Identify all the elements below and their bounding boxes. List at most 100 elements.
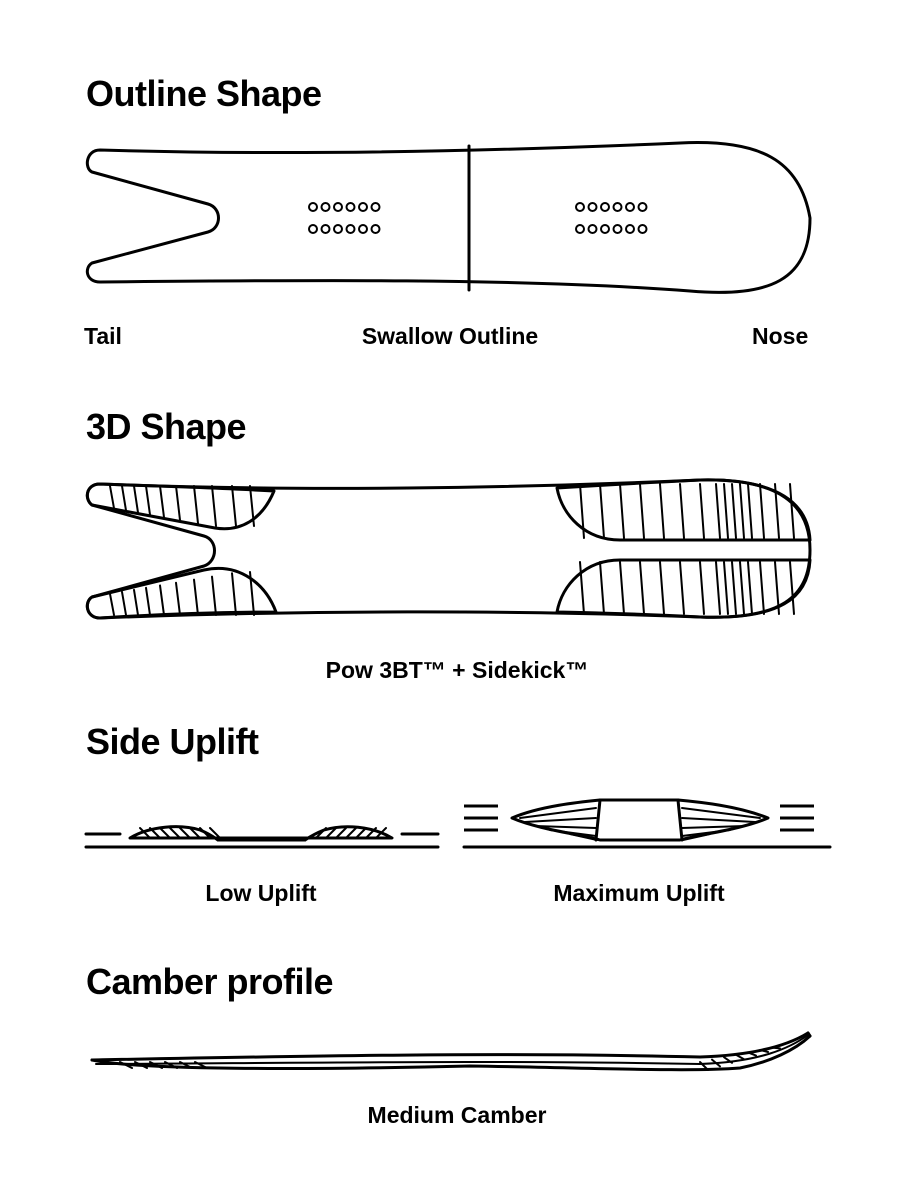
insert-hole [600,202,610,212]
camber-profile-heading: Camber profile [86,961,334,1002]
hatch-line [211,575,217,616]
hatch-line [639,483,645,539]
camber-profile-diagram [90,1031,812,1072]
hatch-line [789,483,795,539]
hatch-line [159,827,171,839]
insert-hole [612,202,623,212]
hatch-line [699,1061,709,1071]
hatch-line [739,483,745,539]
hatch-line [681,829,731,837]
hatch-line [209,827,221,839]
swallow-outline-diagram [85,141,812,294]
hatch-line [679,483,685,539]
hatch-line [747,1051,757,1057]
hatch-line [249,485,255,527]
hatch-line [759,1049,769,1053]
swallow-outline-label: Swallow Outline [361,323,539,349]
insert-hole [333,224,343,234]
hatch-line [175,485,181,522]
hatch-line [139,827,151,839]
insert-hole [345,224,356,234]
hatch-line [193,578,199,616]
maximum-uplift-diagram [462,798,832,849]
hatch-line [164,1061,178,1069]
hatch-line [193,485,199,525]
camber-caption: Medium Camber [367,1102,547,1128]
hatch-line [375,827,387,839]
hatch-line [194,1061,208,1069]
hatch-line [534,825,597,829]
hatch-line [179,1061,193,1069]
tail-upper-hatching [109,485,255,527]
hatch-line [133,588,139,616]
insert-hole [612,224,623,234]
hatch-line [145,586,151,616]
hatch-line [519,807,597,819]
3d-shape-diagram [85,478,812,620]
hatch-line [211,485,217,527]
nose-upper-hatching [579,483,795,539]
hatch-line [731,561,737,615]
hatch-line [723,483,729,539]
hatch-line [134,1061,148,1069]
hatch-line [735,1053,745,1061]
insert-hole [308,224,318,234]
hatch-line [549,829,597,837]
hatch-line [619,483,625,539]
insert-hole [370,224,381,234]
hatch-line [315,827,327,839]
nose-lower-hatch-region [555,558,812,619]
hatch-line [145,485,151,516]
hatch-line [747,483,753,539]
hatch-line [189,827,201,839]
insert-hole [345,202,356,212]
insert-hole [587,224,598,234]
hatch-line [789,561,795,615]
3d-shape-heading: 3D Shape [86,406,247,447]
hatch-line [711,1058,721,1068]
hatch-line [121,485,127,512]
maximum-uplift-label: Maximum Uplift [553,880,725,906]
outline-shape-heading: Outline Shape [86,73,322,114]
hatch-line [747,561,753,615]
hatch-line [723,1056,733,1064]
hatch-line [659,561,665,615]
camber-board-top [90,1031,810,1062]
hatch-line [771,1046,781,1050]
insert-hole [333,202,343,212]
hatch-line [133,485,139,514]
tail-label: Tail [84,323,122,349]
insert-hole [637,202,648,212]
hatch-line [699,483,705,539]
hatch-line [774,561,780,615]
hatch-line [159,485,165,519]
hatch-line [179,827,191,839]
front-insert-pattern [575,202,648,234]
insert-hole [575,202,585,212]
low-uplift-diagram [84,825,440,849]
hatch-line [739,561,745,615]
hatch-line [231,572,237,616]
insert-hole [625,224,635,234]
insert-hole [320,224,331,234]
rear-insert-pattern [308,202,381,234]
insert-hole [320,202,331,212]
insert-hole [587,202,598,212]
hatch-line [175,581,181,616]
tail-upper-hatch-region [85,482,276,531]
insert-hole [358,224,368,234]
hatch-line [681,817,756,823]
hatch-line [659,483,665,539]
hatch-line [119,1061,133,1069]
insert-hole [370,202,381,212]
hatch-line [524,817,597,823]
hatch-line [579,483,585,539]
insert-hole [600,224,610,234]
hatch-line [682,833,711,841]
hatch-line [774,483,780,539]
hatch-line [355,827,367,839]
hatch-line [249,571,255,616]
hatch-line [121,590,127,616]
side-uplift-heading: Side Uplift [86,721,259,762]
hatch-line [149,1061,163,1069]
